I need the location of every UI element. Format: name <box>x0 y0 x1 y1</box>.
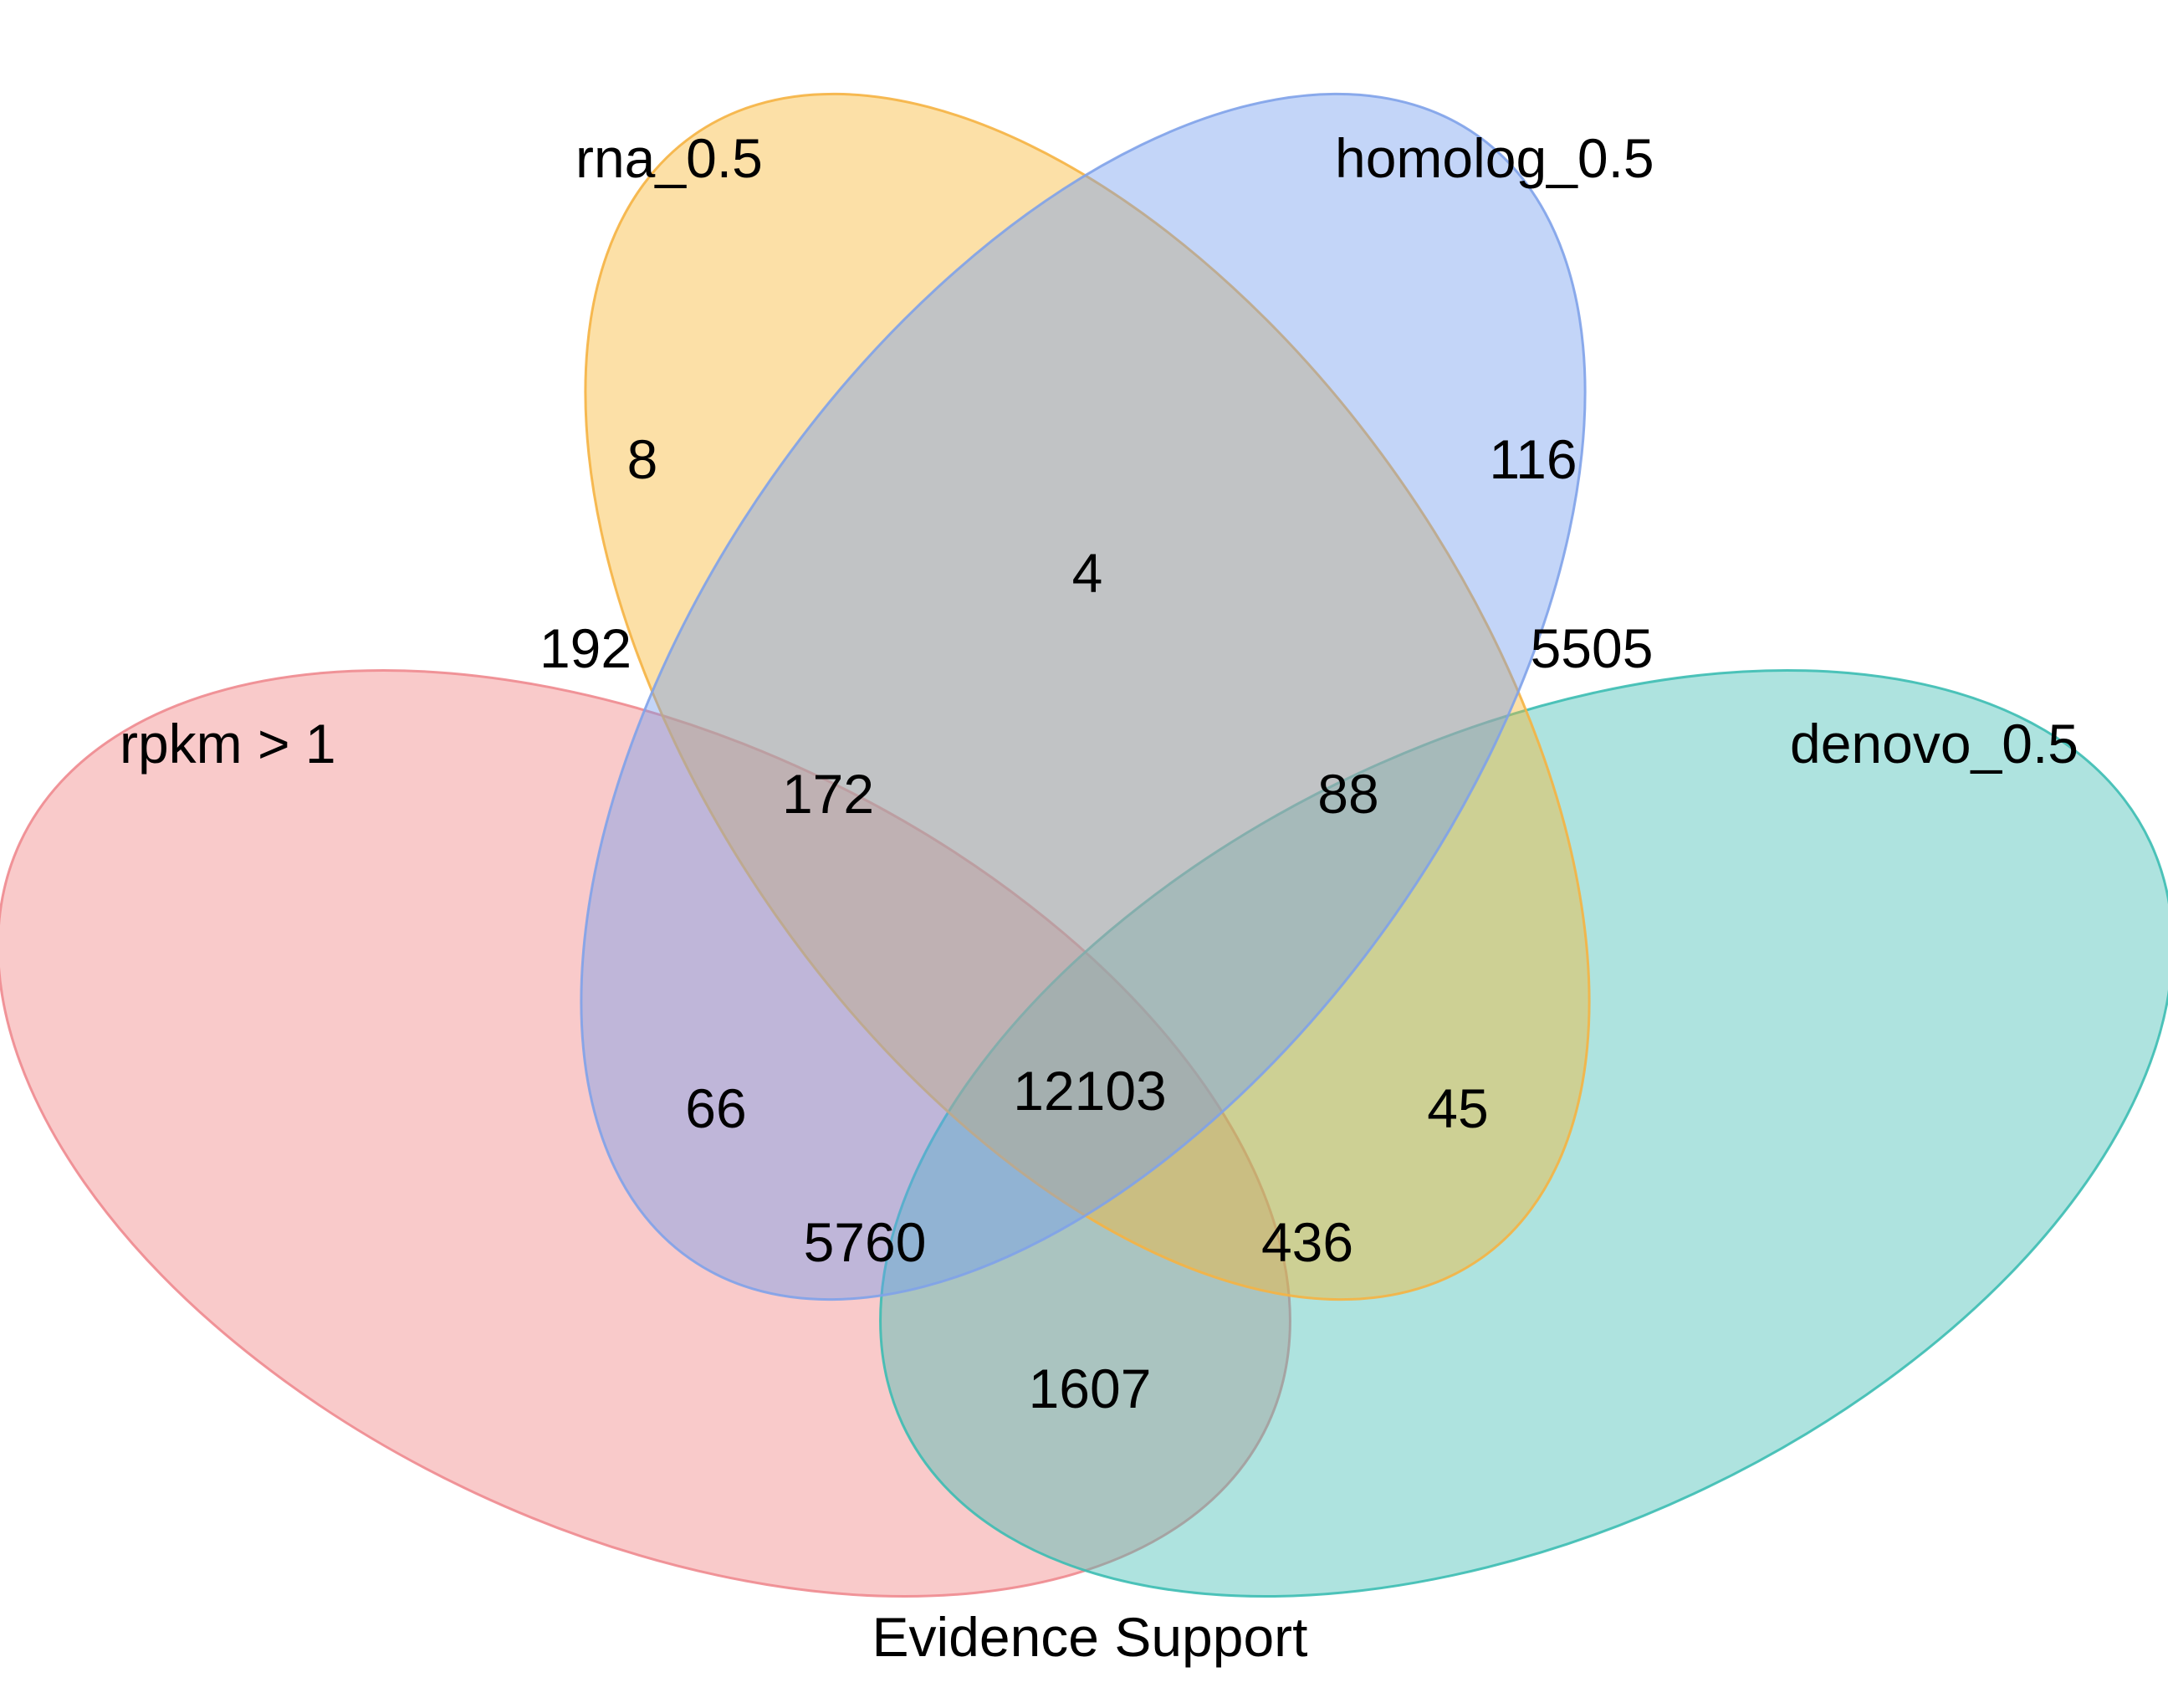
set-label-homolog: homolog_0.5 <box>1335 127 1654 189</box>
count-rna-homolog: 4 <box>1072 542 1103 604</box>
diagram-title: Evidence Support <box>872 1606 1307 1668</box>
set-ellipse-rpkm <box>0 669 1291 1598</box>
set-label-denovo: denovo_0.5 <box>1790 713 2079 775</box>
set-label-rna: rna_0.5 <box>575 127 763 189</box>
count-rna-homolog-denovo: 88 <box>1317 763 1378 825</box>
count-homolog-denovo: 5505 <box>1531 617 1654 679</box>
count-rpkm-rna: 192 <box>539 617 631 679</box>
count-rpkm-rna-homolog: 172 <box>782 763 874 825</box>
count-rna-denovo: 45 <box>1427 1077 1488 1139</box>
count-rpkm-homolog: 66 <box>685 1077 746 1139</box>
count-rpkm-denovo: 1607 <box>1029 1358 1152 1419</box>
count-rna-only: 8 <box>627 428 658 490</box>
set-label-rpkm: rpkm > 1 <box>120 713 336 775</box>
count-rpkm-rna-denovo: 436 <box>1261 1211 1353 1273</box>
set-ellipse-homolog <box>580 92 1587 1301</box>
count-all-four: 12103 <box>1013 1060 1167 1122</box>
set-ellipse-denovo <box>879 669 2168 1598</box>
count-rpkm-homolog-denovo: 5760 <box>804 1211 927 1273</box>
count-homolog-only: 116 <box>1489 428 1577 490</box>
